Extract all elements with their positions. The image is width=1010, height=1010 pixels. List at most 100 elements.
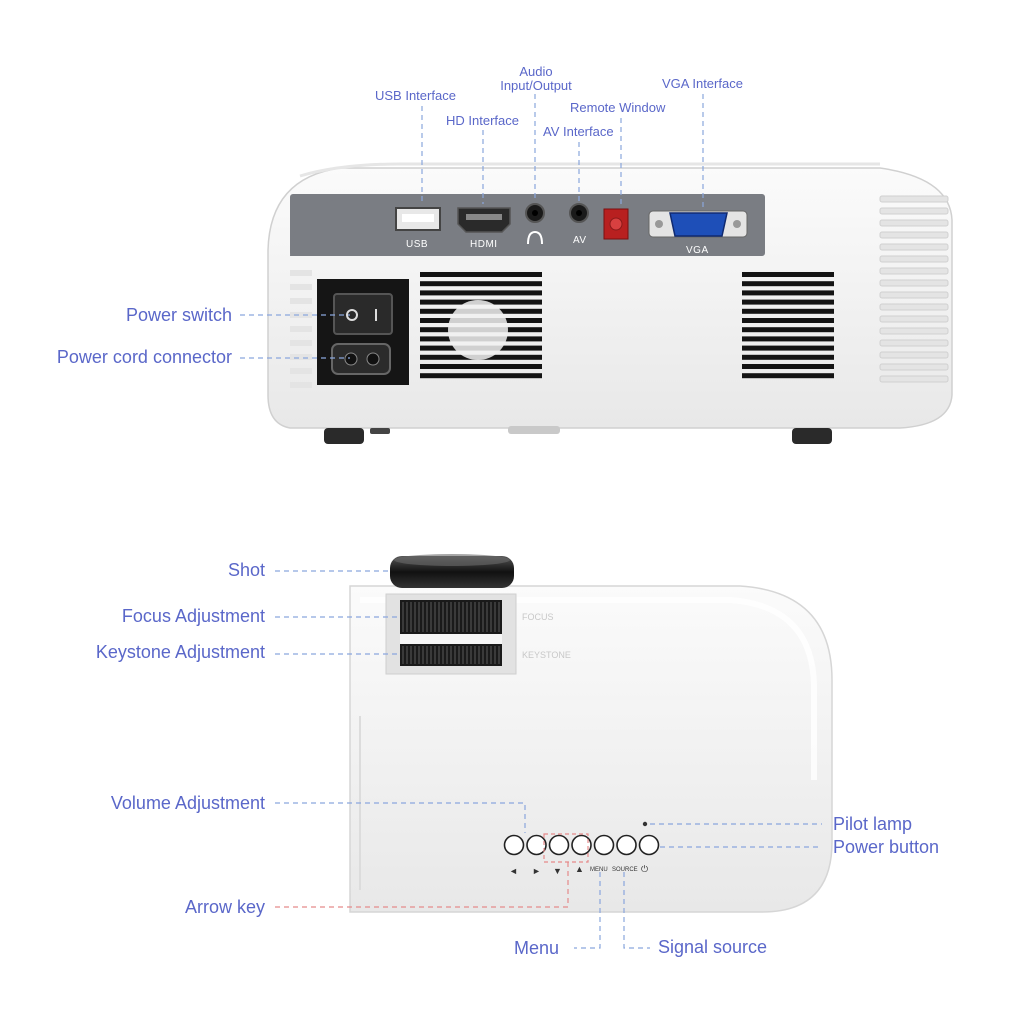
keystone-rib <box>494 646 496 664</box>
side-vent-fin <box>290 368 312 374</box>
power-button[interactable] <box>638 834 660 856</box>
arrow-key-bracket <box>543 833 589 863</box>
label-power-button: Power button <box>833 837 940 857</box>
right-button[interactable] <box>526 834 547 856</box>
keystone-ring-ribs <box>402 646 500 664</box>
side-vent-fin <box>879 219 949 227</box>
focus-rib <box>402 602 404 632</box>
label-audio-io: Audio Input/Output <box>494 65 578 92</box>
side-vent-fin <box>290 312 312 318</box>
focus-rib <box>450 602 452 632</box>
keystone-rib <box>498 646 500 664</box>
top-body-highlight <box>360 597 817 780</box>
leader-lines <box>240 94 822 949</box>
label-av-interface: AV Interface <box>543 124 614 139</box>
label-volume-adjustment: Volume Adjustment <box>110 793 265 813</box>
side-vent-fin <box>879 279 949 287</box>
focus-rib <box>478 602 480 632</box>
right-arrow-icon: ► <box>532 866 541 876</box>
vent-slot <box>742 327 834 333</box>
focus-rib <box>434 602 436 632</box>
vga-port <box>669 212 728 237</box>
side-vent-fin <box>290 340 312 346</box>
vent-slot <box>742 290 834 296</box>
vent-slot <box>420 272 542 277</box>
focus-rib <box>418 602 420 632</box>
usb-port-tongue <box>402 214 434 222</box>
leader-source <box>623 872 650 949</box>
svg-text:KEYSTONE: KEYSTONE <box>522 650 571 660</box>
vent-slot <box>742 373 834 379</box>
focus-rib <box>446 602 448 632</box>
keystone-rib <box>478 646 480 664</box>
side-vent-fin <box>290 326 312 332</box>
label-arrow-key: Arrow key <box>184 897 265 917</box>
menu-button[interactable] <box>593 834 615 856</box>
up-button[interactable] <box>571 834 592 856</box>
projector-rear-view <box>267 162 953 444</box>
focus-rib <box>410 602 412 632</box>
side-vent-fin <box>290 284 312 290</box>
side-vent-fin <box>879 339 949 347</box>
focus-rib <box>442 602 444 632</box>
focus-rib <box>426 602 428 632</box>
focus-rib <box>490 602 492 632</box>
left-button[interactable] <box>503 834 525 856</box>
focus-rib <box>458 602 460 632</box>
side-vent-fin <box>879 267 949 275</box>
vent-slot <box>742 354 834 360</box>
power-icon: ⏻ <box>641 864 649 874</box>
side-vent-fin <box>879 243 949 251</box>
label-pilot-lamp: Pilot lamp <box>833 814 913 834</box>
side-vent <box>290 195 949 388</box>
focus-ring-ribs <box>402 602 500 632</box>
up-arrow-icon: ▲ <box>575 864 584 874</box>
vent-slot <box>420 290 542 296</box>
keystone-rib <box>406 646 408 664</box>
label-usb-interface: USB Interface <box>375 88 456 103</box>
side-vent-fin <box>879 327 949 335</box>
leader-menu <box>574 872 601 949</box>
label-power-switch: Power switch <box>125 305 232 325</box>
keystone-rib <box>446 646 448 664</box>
source-button[interactable] <box>616 834 637 856</box>
vent-slot <box>742 299 834 305</box>
label-focus-adjustment: Focus Adjustment <box>121 606 265 626</box>
hdmi-port-label: HDMI <box>470 239 498 250</box>
left-arrow-icon: ◄ <box>509 866 518 876</box>
keystone-rib <box>442 646 444 664</box>
keystone-rib <box>474 646 476 664</box>
side-vent-fin <box>290 382 312 388</box>
source-button-label: SOURCE <box>612 867 638 873</box>
label-remote-window: Remote Window <box>570 100 666 115</box>
keystone-rib <box>422 646 424 664</box>
keystone-rib <box>466 646 468 664</box>
focus-rib <box>454 602 456 632</box>
side-vent-fin <box>290 298 312 304</box>
focus-rib <box>498 602 500 632</box>
focus-rib <box>422 602 424 632</box>
keystone-rib <box>482 646 484 664</box>
keystone-rib <box>458 646 460 664</box>
label-keystone-adjustment: Keystone Adjustment <box>95 642 265 662</box>
vent-slot <box>742 364 834 369</box>
down-button[interactable] <box>548 834 570 856</box>
keystone-rib <box>418 646 420 664</box>
keystone-rib <box>434 646 436 664</box>
focus-rib <box>466 602 468 632</box>
keystone-rib <box>414 646 416 664</box>
rear-foot-right <box>792 428 832 444</box>
av-port-label: AV <box>573 235 587 246</box>
focus-rib <box>486 602 488 632</box>
focus-rib <box>430 602 432 632</box>
leader-arrow-key <box>275 862 569 908</box>
label-audio-line1: Audio <box>519 64 553 79</box>
vent-slot <box>742 318 834 323</box>
focus-rib <box>406 602 408 632</box>
side-vent-fin <box>879 195 949 203</box>
label-vga-interface: VGA Interface <box>662 76 743 91</box>
menu-button-label: MENU <box>590 867 608 873</box>
power-cord-connector <box>331 343 391 375</box>
down-arrow-icon: ▼ <box>553 866 562 876</box>
